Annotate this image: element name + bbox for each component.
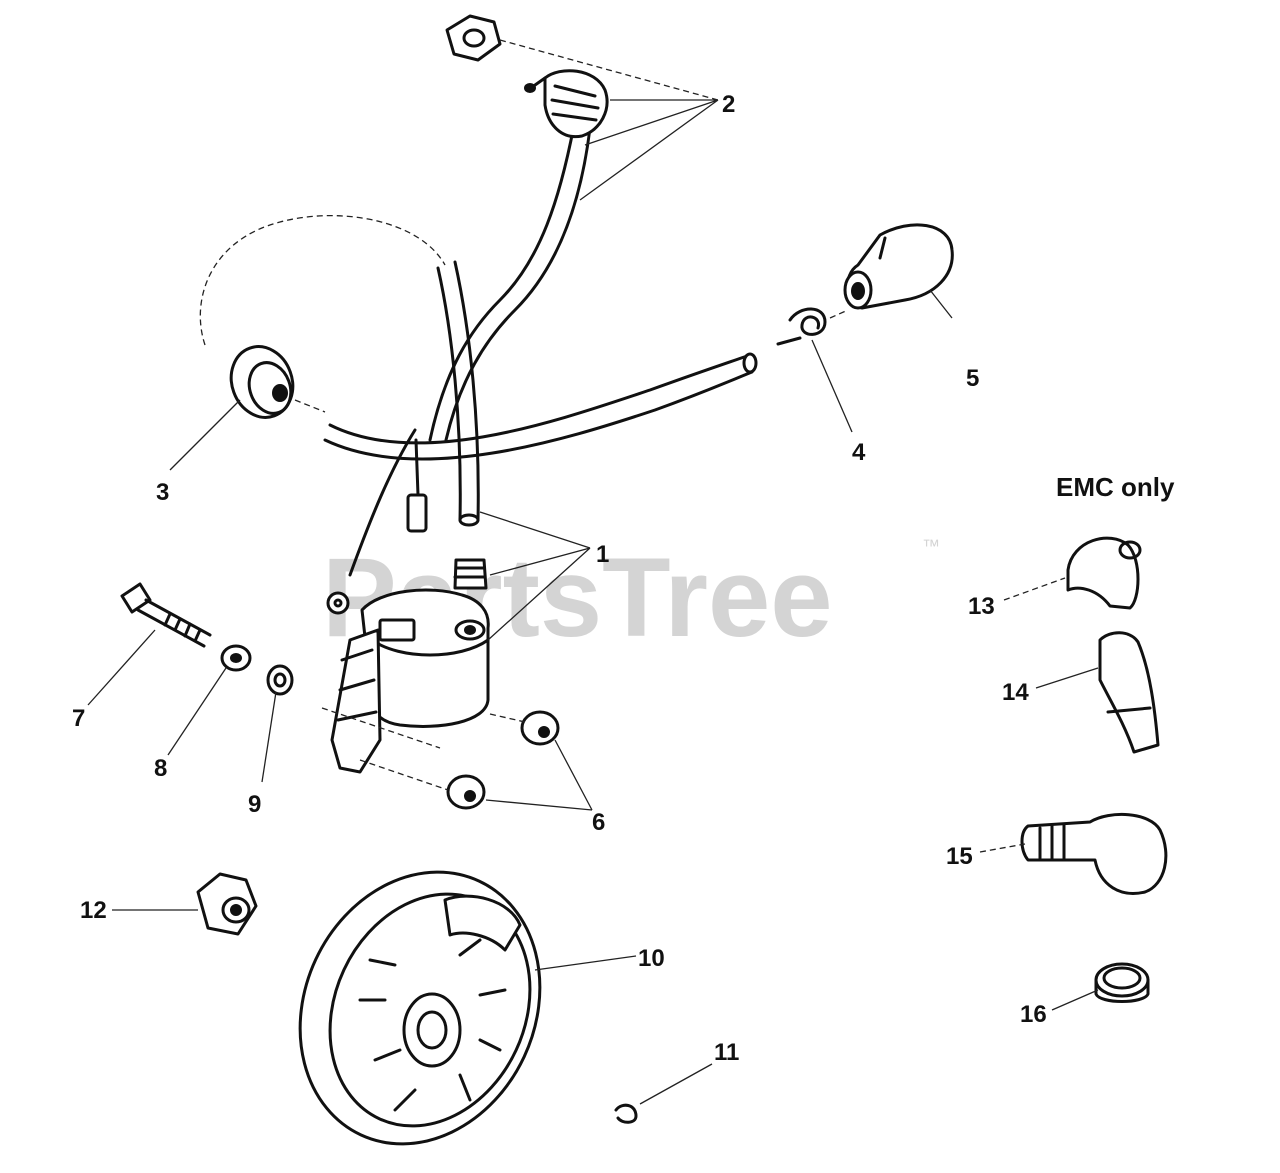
grommet xyxy=(229,345,295,419)
callout-15: 15 xyxy=(946,843,973,870)
callout-13: 13 xyxy=(968,593,995,620)
woodruff-key xyxy=(614,1103,638,1124)
callout-4: 4 xyxy=(852,439,866,466)
callout-2: 2 xyxy=(722,91,735,118)
callout-8: 8 xyxy=(154,755,167,782)
callout-14: 14 xyxy=(1002,679,1029,706)
spacers xyxy=(446,710,560,810)
callout-5: 5 xyxy=(966,365,979,392)
callout-3: 3 xyxy=(156,479,169,506)
flywheel xyxy=(298,870,542,1146)
callout-6: 6 xyxy=(592,809,605,836)
ignition-coil xyxy=(330,558,490,774)
callout-1: 1 xyxy=(596,541,609,568)
spark-plug-boot xyxy=(843,223,954,310)
flywheel-nut xyxy=(196,872,258,936)
mounting-hardware xyxy=(120,582,294,696)
callout-12: 12 xyxy=(80,897,107,924)
stop-switch-assembly xyxy=(445,14,609,139)
leader-lines xyxy=(87,39,1099,1105)
watermark-trademark: ™ xyxy=(922,536,940,556)
emc-only-note: EMC only xyxy=(1056,472,1175,502)
emc-parts xyxy=(1020,536,1168,1003)
callout-9: 9 xyxy=(248,791,261,818)
callout-7: 7 xyxy=(72,705,85,732)
wire-harness xyxy=(199,118,758,615)
spring xyxy=(776,307,827,346)
callout-11: 11 xyxy=(714,1039,739,1066)
callouts: 2 1 3 4 5 6 7 8 9 10 11 12 EMC only 13 1… xyxy=(72,91,1175,1066)
callout-10: 10 xyxy=(638,945,665,972)
callout-16: 16 xyxy=(1020,1001,1047,1028)
